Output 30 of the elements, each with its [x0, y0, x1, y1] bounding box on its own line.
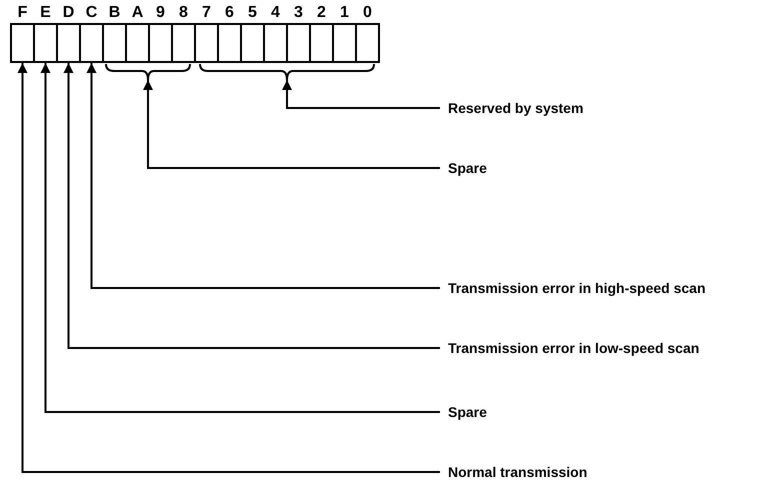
- leader-line: [282, 80, 440, 109]
- bit-label: 9: [155, 4, 166, 22]
- leader-line: [18, 63, 440, 473]
- bit-label: 5: [247, 4, 258, 22]
- bit-label: 8: [178, 4, 189, 22]
- bit-label: 4: [270, 4, 281, 22]
- bit-label: F: [16, 4, 28, 22]
- leader-line: [64, 63, 440, 349]
- bit-label: E: [39, 4, 52, 22]
- bit-label: C: [84, 4, 98, 22]
- bit-label: 6: [224, 4, 235, 22]
- callout-text: Spare: [440, 160, 487, 176]
- leader-line: [143, 80, 440, 169]
- callout-text: Reserved by system: [440, 100, 584, 116]
- leader-line: [40, 63, 440, 413]
- callout-text: Transmission error in low-speed scan: [440, 340, 700, 356]
- callout-text: Transmission error in high-speed scan: [440, 280, 706, 296]
- curly-brace: [104, 64, 192, 80]
- bit-label: 1: [339, 4, 350, 22]
- bit-label: A: [130, 4, 144, 22]
- bit-label: 3: [293, 4, 304, 22]
- callout-text: Normal transmission: [440, 464, 588, 480]
- callout-text: Spare: [440, 404, 487, 420]
- bit-label: 0: [362, 4, 373, 22]
- bit-label: 7: [201, 4, 212, 22]
- bit-label: 2: [316, 4, 327, 22]
- bit-label: B: [108, 4, 122, 22]
- leader-line: [86, 63, 440, 289]
- curly-brace: [198, 64, 376, 80]
- bit-label: D: [62, 4, 76, 22]
